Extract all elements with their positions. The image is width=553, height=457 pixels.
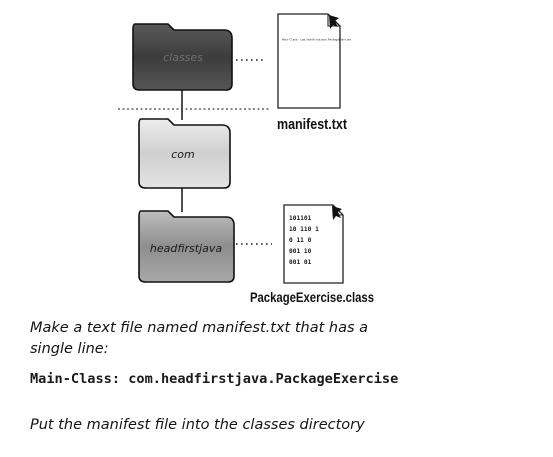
folder-label-com: com — [171, 148, 195, 161]
fold-corner-icon — [329, 15, 339, 29]
instruction-line-3: Put the manifest file into the classes d… — [30, 417, 365, 433]
directory-diagram: classes com headfirstjava Main-Class: co… — [118, 13, 374, 305]
class-bytes-line: 101101 — [289, 215, 312, 222]
instruction-line-2: single line: — [30, 341, 109, 357]
class-bytes-line: 001 01 — [289, 259, 312, 266]
folder-com: com — [138, 118, 231, 189]
manifest-file-icon: Main-Class: com.headfirstjava.PackageExe… — [277, 13, 351, 109]
folder-classes: classes — [132, 23, 233, 91]
folder-headfirstjava: headfirstjava — [138, 210, 235, 283]
class-bytes-line: 10 110 1 — [289, 226, 319, 233]
class-bytes-line: 0 11 0 — [289, 237, 312, 244]
class-file-icon: 101101 10 110 1 0 11 0 001 10 001 01 — [283, 204, 344, 284]
manifest-filename-label: manifest.txt — [277, 116, 347, 132]
main-class-code-line: Main-Class: com.headfirstjava.PackageExe… — [30, 371, 399, 387]
instruction-line-1: Make a text file named manifest.txt that… — [30, 320, 369, 336]
class-bytes-line: 001 10 — [289, 248, 312, 255]
folder-label-headfirstjava: headfirstjava — [150, 242, 222, 255]
class-filename-label: PackageExercise.class — [250, 290, 374, 305]
folder-label-classes: classes — [163, 51, 203, 64]
fold-corner-icon — [332, 206, 342, 220]
manifest-content-line: Main-Class: com.headfirstjava.PackageExe… — [282, 38, 351, 42]
